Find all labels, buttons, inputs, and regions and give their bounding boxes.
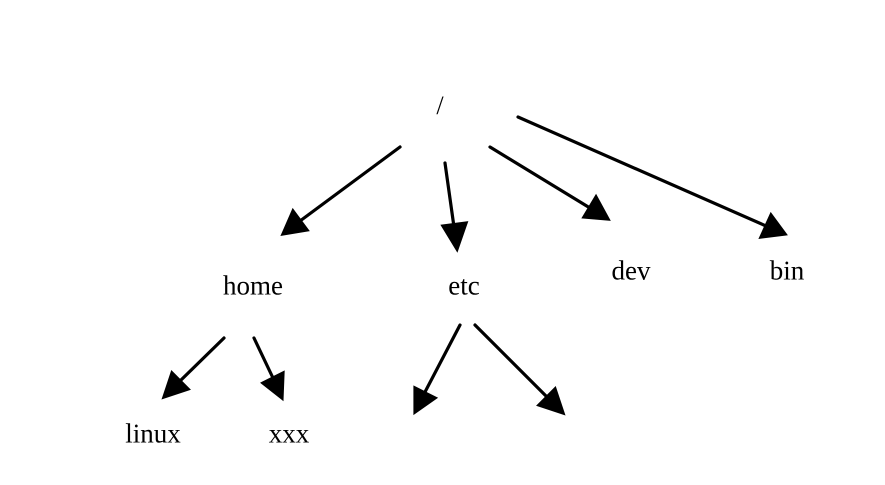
edge-etc-child-1	[413, 323, 462, 416]
edge-root-home	[280, 145, 402, 237]
node-linux: linux	[125, 418, 181, 449]
edge-root-etc	[440, 161, 469, 253]
node-bin: bin	[769, 255, 805, 286]
edge-root-dev	[488, 145, 611, 221]
node-xxx: xxx	[268, 418, 310, 449]
node-root: /	[436, 91, 444, 120]
node-dev: dev	[611, 255, 651, 286]
edge-root-bin	[516, 115, 788, 239]
node-home: home	[223, 270, 283, 301]
edge-home-linux	[161, 336, 226, 400]
node-etc: etc	[448, 270, 480, 301]
edge-etc-child-2	[473, 323, 566, 416]
edge-home-xxx	[252, 336, 285, 402]
